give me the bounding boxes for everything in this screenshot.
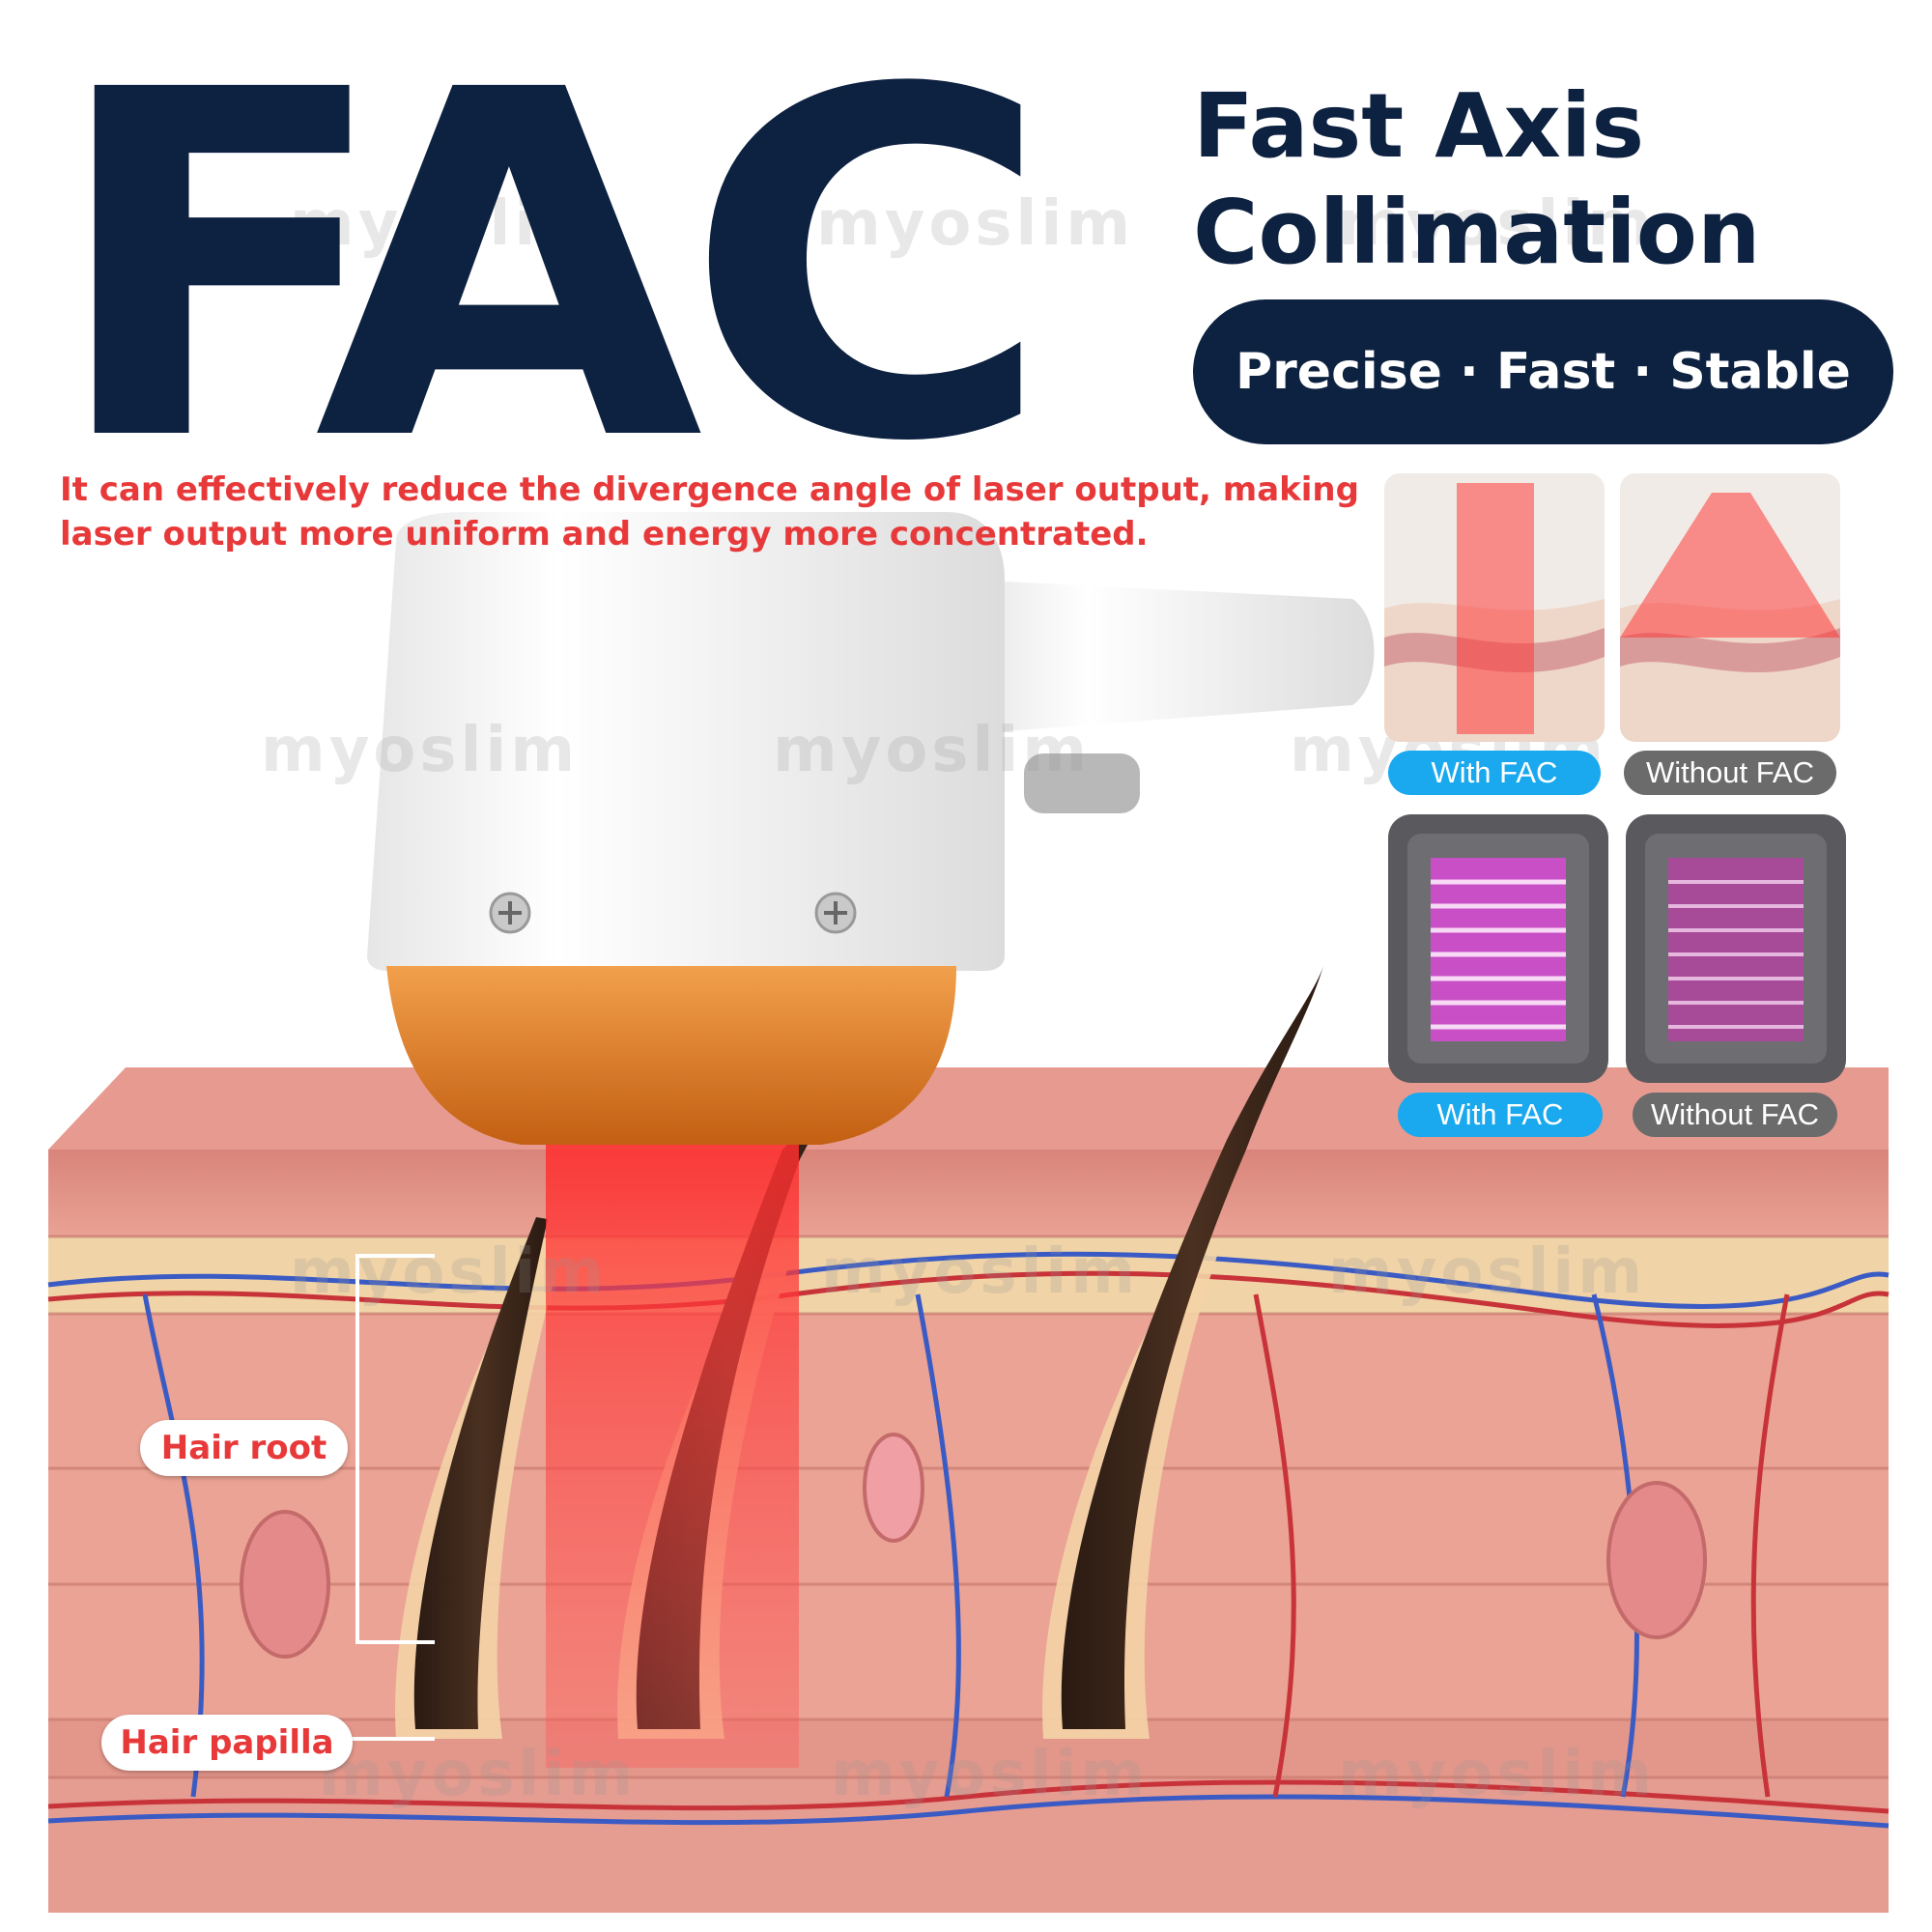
watermark: myoslim [1328,1236,1647,1308]
watermark: myoslim [1338,1739,1657,1810]
tagline-pill: Precise · Fast · Stable [1193,299,1893,444]
hair-papilla-label: Hair papilla [101,1715,353,1771]
subtitle-line2: Collimation [1193,181,1761,284]
hair-root-bracket [355,1254,435,1644]
description-line1: It can effectively reduce the divergence… [60,470,1359,509]
beam-without-fac-tag: Without FAC [1624,751,1836,795]
subcutis-layer [48,1719,1889,1777]
dermis-layer [48,1314,1889,1719]
subtitle-line1: Fast Axis [1193,74,1645,178]
watermark: myoslim [261,715,580,786]
watermark: myoslim [1338,188,1657,260]
chip-with-fac-image [1388,814,1608,1083]
watermark: myoslim [821,1236,1140,1308]
watermark: myoslim [831,1739,1150,1810]
watermark: myoslim [319,1739,638,1810]
chip-with-fac-tag: With FAC [1398,1093,1603,1137]
laser-chip-icon [1668,858,1804,1041]
screw-icon [489,892,531,934]
watermark: myoslim [816,188,1135,260]
hair-root-label: Hair root [140,1420,348,1476]
epidermis-layer [48,1150,1889,1236]
handle-button [1024,753,1140,813]
watermark: myoslim [290,188,609,260]
screw-icon [814,892,857,934]
watermark: myoslim [773,715,1092,786]
sweat-gland [863,1433,924,1543]
laser-chip-icon [1431,858,1566,1041]
sebaceous-gland [240,1510,330,1659]
fac-headline: FAC [48,0,1053,546]
chip-without-fac-tag: Without FAC [1633,1093,1837,1137]
beam-with-fac-tag: With FAC [1388,751,1601,795]
beam-with-fac-image [1384,473,1605,742]
sebaceous-gland-right [1606,1481,1707,1639]
beam-without-fac-image [1620,473,1840,742]
description-line2: laser output more uniform and energy mor… [60,515,1149,554]
chip-without-fac-image [1626,814,1846,1083]
laser-beam [546,1145,799,1768]
watermark: myoslim [290,1236,609,1308]
